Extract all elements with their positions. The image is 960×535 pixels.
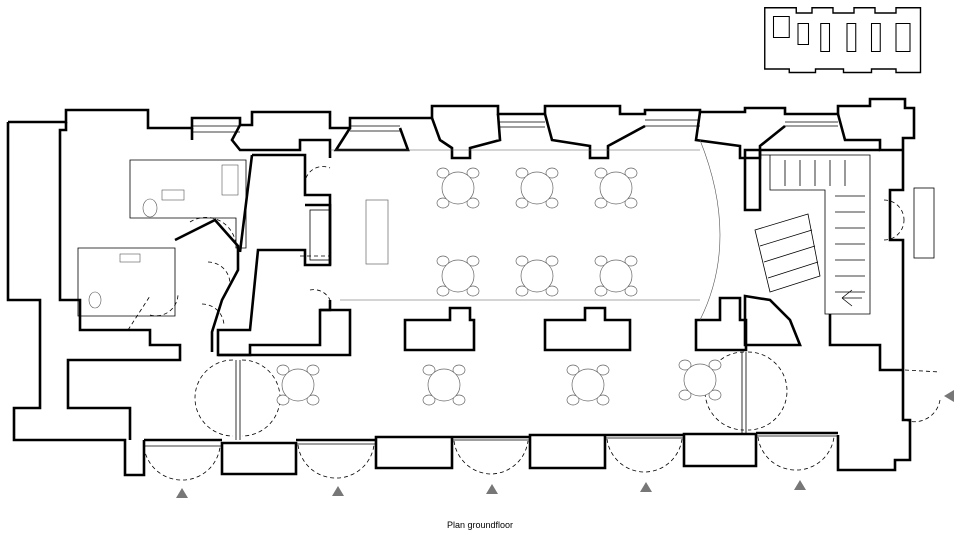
chair: [515, 167, 529, 179]
chair: [436, 255, 450, 267]
hall-piers: [403, 296, 748, 352]
chair: [422, 394, 436, 406]
chair: [422, 364, 436, 376]
chair: [276, 364, 290, 376]
table-top: [683, 363, 717, 397]
chair: [708, 359, 722, 371]
table-top: [520, 259, 554, 293]
exterior-wall-left: [6, 122, 146, 477]
table-top: [441, 259, 475, 293]
chair: [594, 255, 608, 267]
chair: [596, 364, 610, 376]
bar-counter: [365, 199, 389, 265]
chair: [515, 255, 529, 267]
chair: [545, 285, 559, 297]
stair-core: [743, 148, 941, 423]
dining-table: [436, 167, 480, 209]
chair: [624, 197, 638, 209]
table-top: [520, 171, 554, 205]
wc-block: [58, 122, 247, 440]
chair: [436, 197, 450, 209]
chair: [708, 389, 722, 401]
entrance-triangle-icon: [176, 488, 188, 498]
chair: [306, 394, 320, 406]
dining-table: [678, 359, 722, 401]
service-rooms: [216, 153, 352, 357]
chair: [452, 364, 466, 376]
table-top: [281, 368, 315, 402]
chair: [436, 167, 450, 179]
dining-table: [566, 364, 610, 406]
front-facade: [144, 431, 838, 476]
chair: [566, 364, 580, 376]
entrance-triangle-icon: [332, 486, 344, 496]
entrance-triangle-icon: [640, 482, 652, 492]
table-top: [599, 171, 633, 205]
chair: [566, 394, 580, 406]
table-group: [276, 167, 722, 406]
exterior-wall: [8, 97, 916, 472]
chair: [678, 389, 692, 401]
chair: [594, 167, 608, 179]
chair: [596, 394, 610, 406]
table-top: [571, 368, 605, 402]
dining-table: [594, 255, 638, 297]
chair: [545, 255, 559, 267]
chair: [466, 197, 480, 209]
dining-table: [515, 255, 559, 297]
chair: [466, 167, 480, 179]
dining-table: [422, 364, 466, 406]
chair: [466, 285, 480, 297]
dining-table: [594, 167, 638, 209]
entrance-markers: [176, 390, 954, 498]
chair: [594, 285, 608, 297]
entrance-triangle-icon: [794, 480, 806, 490]
chair: [515, 197, 529, 209]
chair: [452, 394, 466, 406]
key-plan: [764, 7, 922, 74]
chair: [466, 255, 480, 267]
entrance-triangle-icon: [944, 390, 954, 402]
dining-table: [515, 167, 559, 209]
chair: [515, 285, 529, 297]
chair: [594, 197, 608, 209]
chair: [624, 285, 638, 297]
entrance-triangle-icon: [486, 484, 498, 494]
chair: [678, 359, 692, 371]
chair: [545, 167, 559, 179]
door-swings: [143, 351, 835, 481]
plan-caption: Plan groundfloor: [446, 520, 514, 530]
chair: [624, 167, 638, 179]
chair: [306, 364, 320, 376]
chair: [276, 394, 290, 406]
chair: [624, 255, 638, 267]
dining-table: [436, 255, 480, 297]
chair: [545, 197, 559, 209]
chair: [436, 285, 450, 297]
table-top: [441, 171, 475, 205]
dining-table: [276, 364, 320, 406]
table-top: [427, 368, 461, 402]
table-top: [599, 259, 633, 293]
